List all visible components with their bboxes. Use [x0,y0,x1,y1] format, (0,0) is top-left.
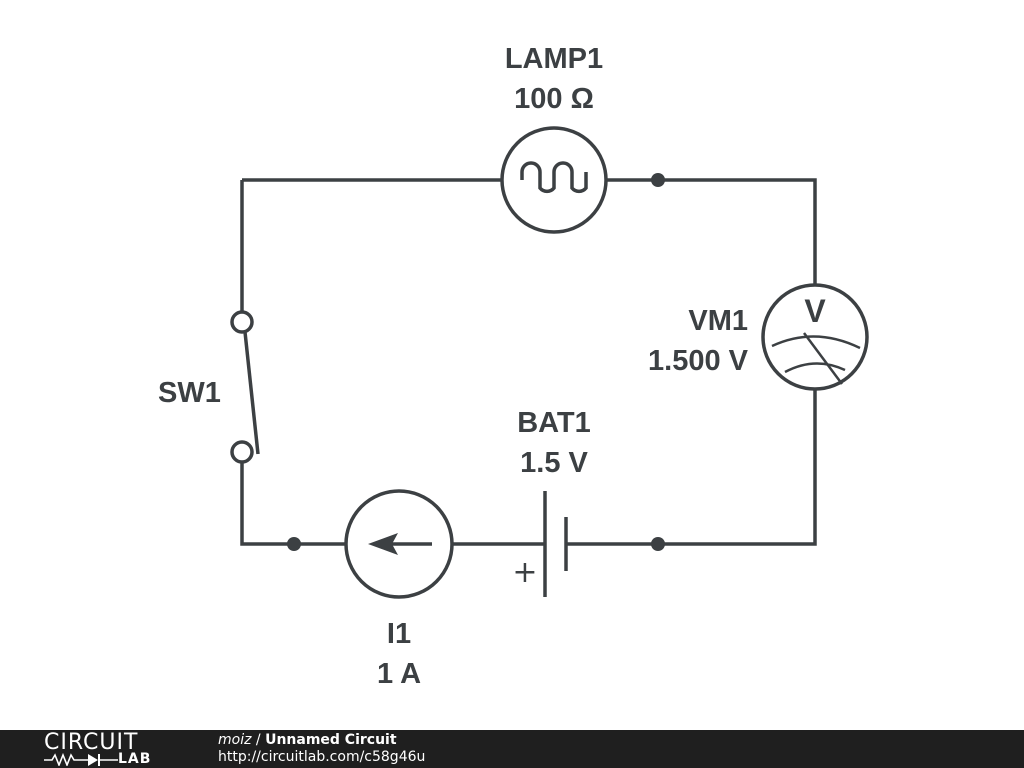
battery-value: 1.5 V [520,447,588,479]
switch-terminal [230,440,254,464]
junction-dot [651,173,665,187]
switch-lever [243,331,260,455]
battery-plus-icon: + [512,555,537,590]
filament-icon [520,161,588,194]
battery-component[interactable]: + [512,491,568,597]
circuit-schematic: LAMP1 100 Ω V VM1 1.500 V SW1 + BAT1 1.5… [158,43,869,690]
voltmeter-symbol: V [804,293,826,329]
meter-scale-arc [771,335,861,350]
wire-bottom-left [240,462,346,546]
voltmeter-value: 1.500 V [648,345,749,377]
junction-dot [651,537,665,551]
current-source-component[interactable] [344,489,454,599]
junction-dot [287,537,301,551]
lamp-component[interactable] [500,126,608,234]
wire-top-right [607,178,817,285]
current-source-name: I1 [387,618,411,650]
logo-resistor-diode-icon [44,752,118,766]
battery-name: BAT1 [517,407,591,439]
meter-needle [802,332,844,385]
author-name[interactable]: moiz [218,732,252,748]
circuit-meta: moiz / Unnamed Circuit http://circuitlab… [218,732,425,766]
lamp-value: 100 Ω [514,83,594,115]
switch-terminal [230,310,254,334]
wire-right-bottom [566,389,817,546]
meter-scale-arc [784,362,846,374]
wires [240,178,817,546]
current-source-value: 1 A [377,658,421,690]
circuit-title: Unnamed Circuit [265,732,397,748]
title-separator: / [251,732,266,748]
switch-component[interactable] [230,310,260,464]
lamp-name: LAMP1 [505,43,603,75]
logo-top-text: CIRCUIT [44,730,139,755]
logo-bottom-text: LAB [118,751,152,767]
current-arrow-head-icon [368,533,398,555]
footer-bar: CIRCUIT LAB moiz / Unnamed Circuit http:… [0,730,1024,768]
circuit-url[interactable]: http://circuitlab.com/c58g46u [218,749,426,765]
voltmeter-name: VM1 [688,305,748,337]
voltmeter-component[interactable]: V [761,283,869,391]
circuitlab-logo[interactable]: CIRCUIT LAB [44,730,184,768]
switch-name: SW1 [158,377,221,409]
